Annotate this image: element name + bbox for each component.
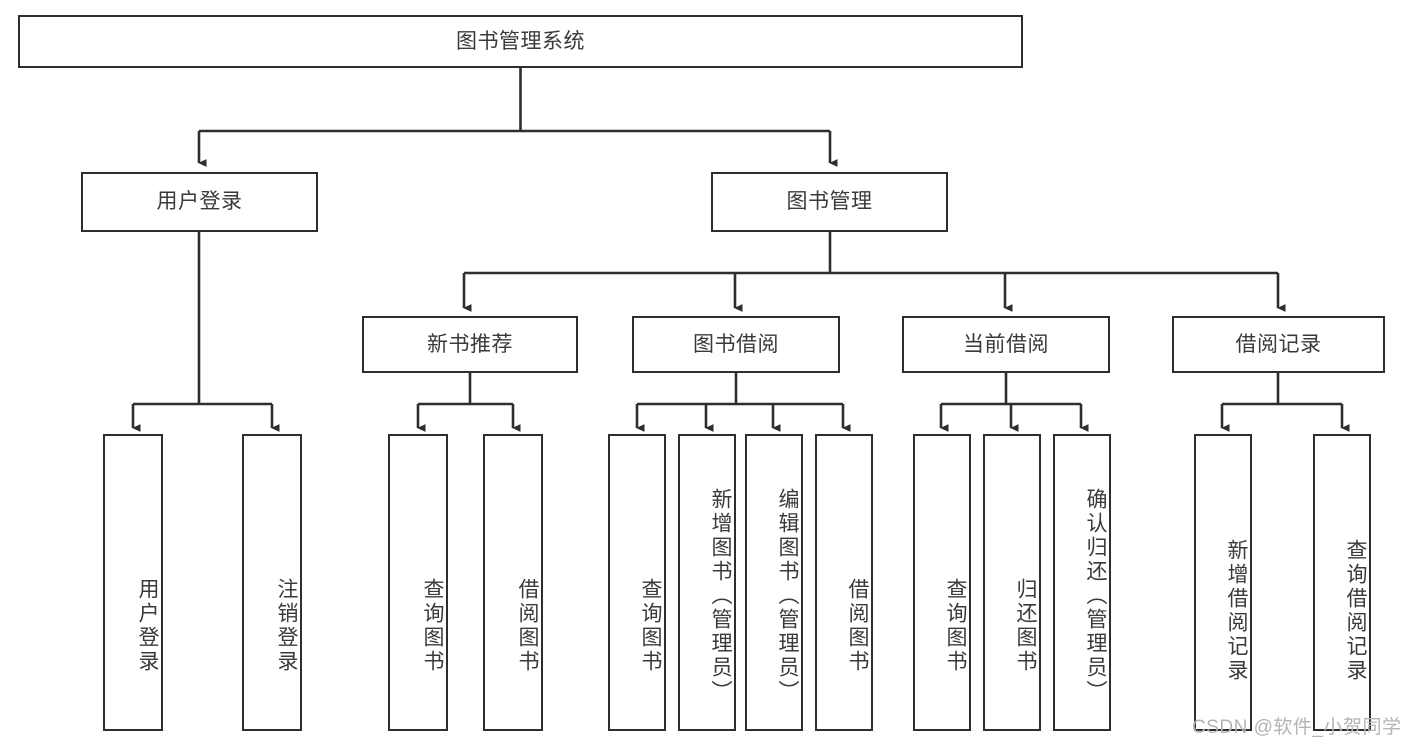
node-new-book-recommend[interactable]: 新书推荐	[362, 316, 578, 373]
node-leaf-edit-book[interactable]: 编辑图书（管理员）	[745, 434, 803, 731]
node-leaf-query-book-1[interactable]: 查询图书	[388, 434, 448, 731]
node-root-system[interactable]: 图书管理系统	[18, 15, 1023, 68]
node-book-borrow[interactable]: 图书借阅	[632, 316, 840, 373]
node-leaf-query-book-3[interactable]: 查询图书	[913, 434, 971, 731]
node-leaf-add-book[interactable]: 新增图书（管理员）	[678, 434, 736, 731]
node-leaf-logout-login[interactable]: 注销登录	[242, 434, 302, 731]
node-leaf-query-record[interactable]: 查询借阅记录	[1313, 434, 1371, 731]
watermark-label: CSDN @软件_小贺同学	[1192, 717, 1402, 738]
node-current-borrow[interactable]: 当前借阅	[902, 316, 1110, 373]
node-leaf-add-record[interactable]: 新增借阅记录	[1194, 434, 1252, 731]
node-leaf-query-book-2[interactable]: 查询图书	[608, 434, 666, 731]
node-leaf-confirm-return[interactable]: 确认归还（管理员）	[1053, 434, 1111, 731]
node-leaf-return-book[interactable]: 归还图书	[983, 434, 1041, 731]
node-leaf-borrow-book-1[interactable]: 借阅图书	[483, 434, 543, 731]
node-book-management[interactable]: 图书管理	[711, 172, 948, 232]
node-leaf-user-login[interactable]: 用户登录	[103, 434, 163, 731]
node-borrow-record[interactable]: 借阅记录	[1172, 316, 1385, 373]
node-leaf-borrow-book-2[interactable]: 借阅图书	[815, 434, 873, 731]
node-user-login[interactable]: 用户登录	[81, 172, 318, 232]
